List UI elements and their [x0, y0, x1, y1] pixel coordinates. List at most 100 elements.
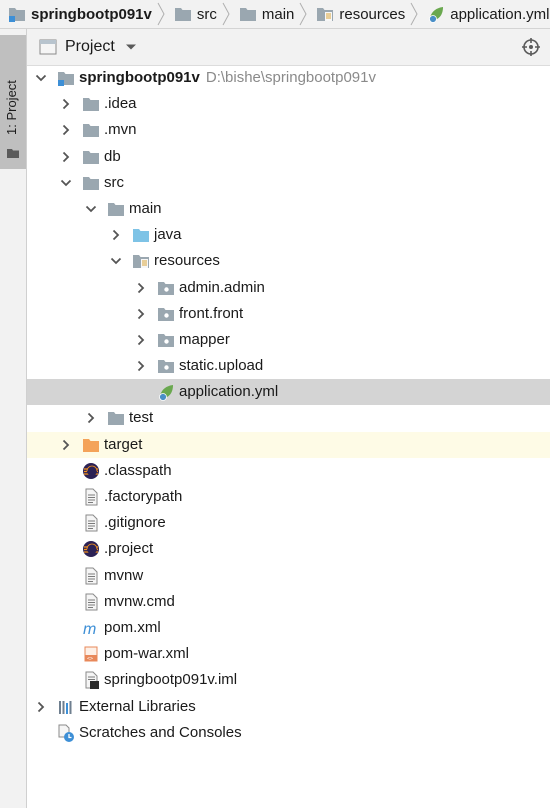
tree-row[interactable]: .classpath — [27, 458, 550, 484]
tree-row[interactable]: mvnw — [27, 563, 550, 589]
breadcrumb-separator-icon — [157, 2, 165, 26]
tree-row[interactable]: springbootp091v D:\bishe\springbootp091v — [27, 65, 550, 91]
chevron-right-icon[interactable] — [135, 334, 147, 346]
left-tool-strip: 1: Project — [0, 29, 27, 808]
tree-item-name: .project — [104, 540, 154, 558]
tree-item-label: static.upload — [179, 357, 263, 375]
scratches-icon — [58, 724, 74, 742]
tree-row[interactable]: db — [27, 144, 550, 170]
text-file-icon — [85, 567, 98, 585]
tree-row[interactable]: admin.admin — [27, 275, 550, 301]
tree-row[interactable]: front.front — [27, 301, 550, 327]
tree-row[interactable]: main — [27, 196, 550, 222]
tree-item-label: pom-war.xml — [104, 645, 189, 663]
tree-row[interactable]: .project — [27, 536, 550, 562]
tree-row[interactable]: mapper — [27, 327, 550, 353]
tree-row[interactable]: static.upload — [27, 353, 550, 379]
crosshair-icon[interactable] — [522, 38, 540, 56]
chevron-down-icon[interactable] — [35, 72, 47, 84]
chevron-right-icon[interactable] — [60, 151, 72, 163]
tree-item-name: Scratches and Consoles — [79, 723, 242, 741]
panel-title[interactable]: Project — [65, 38, 115, 55]
tree-item-label: springbootp091v D:\bishe\springbootp091v — [79, 69, 376, 87]
tree-item-label: mvnw — [104, 567, 143, 585]
tree-row[interactable]: .factorypath — [27, 484, 550, 510]
tree-item-name: main — [129, 199, 162, 217]
chevron-right-icon[interactable] — [135, 360, 147, 372]
tree-item-label: java — [154, 226, 182, 244]
tree-row[interactable]: m pom.xml — [27, 615, 550, 641]
tree-item-label: .factorypath — [104, 488, 182, 506]
chevron-down-icon[interactable] — [85, 203, 97, 215]
tree-item-name: db — [104, 147, 121, 165]
tree-item-name: static.upload — [179, 357, 264, 375]
chevron-right-icon[interactable] — [35, 701, 47, 713]
package-icon — [158, 307, 174, 321]
tree-row[interactable]: .gitignore — [27, 510, 550, 536]
spring-leaf-icon — [159, 385, 173, 402]
tree-row[interactable]: test — [27, 405, 550, 431]
tree-item-name: pom.xml — [104, 618, 161, 636]
tree-item-label: test — [129, 409, 153, 427]
module-folder-icon — [58, 72, 74, 86]
chevron-down-icon[interactable] — [110, 255, 122, 267]
breadcrumb-item[interactable]: main — [231, 0, 309, 28]
package-icon — [158, 333, 174, 347]
chevron-right-icon[interactable] — [135, 308, 147, 320]
chevron-right-icon[interactable] — [60, 124, 72, 136]
breadcrumb-item[interactable]: springbootp091v — [0, 0, 166, 28]
tree-item-label: db — [104, 148, 121, 166]
breadcrumb-separator-icon — [299, 2, 307, 26]
chevron-down-icon[interactable] — [125, 43, 137, 51]
tree-item-label: src — [104, 174, 124, 192]
tree-row[interactable]: application.yml — [27, 379, 550, 406]
breadcrumb-separator-icon — [222, 2, 230, 26]
project-panel-header: Project — [27, 29, 550, 66]
tree-row[interactable]: External Libraries — [27, 694, 550, 720]
breadcrumb-label: src — [196, 5, 217, 23]
tree-row[interactable]: target — [27, 431, 550, 458]
project-tab-label: 1: Project — [4, 80, 19, 135]
breadcrumb-item[interactable]: resources — [308, 0, 419, 28]
project-tool-window-tab[interactable]: 1: Project — [0, 35, 26, 169]
chevron-right-icon[interactable] — [60, 98, 72, 110]
tree-row[interactable]: .idea — [27, 91, 550, 117]
eclipse-icon — [83, 541, 99, 558]
tree-row[interactable]: resources — [27, 248, 550, 274]
tree-row[interactable]: .mvn — [27, 117, 550, 143]
chevron-right-icon[interactable] — [110, 229, 122, 241]
tree-item-name: test — [129, 409, 154, 427]
chevron-down-icon[interactable] — [60, 177, 72, 189]
folder-icon — [83, 98, 99, 112]
tree-item-label: Scratches and Consoles — [79, 724, 242, 742]
excluded-folder-icon — [83, 438, 99, 452]
project-path: D:\bishe\springbootp091v — [205, 69, 376, 86]
tree-item-name: .factorypath — [104, 488, 183, 505]
tree-row[interactable]: Scratches and Consoles — [27, 720, 550, 746]
maven-icon: m — [83, 621, 96, 637]
tree-row[interactable]: <>pom-war.xml — [27, 641, 550, 667]
project-window-icon — [39, 39, 57, 55]
spring-leaf-icon — [429, 7, 444, 23]
chevron-right-icon[interactable] — [85, 412, 97, 424]
resources-folder-icon — [317, 8, 334, 21]
chevron-right-icon[interactable] — [135, 282, 147, 294]
tree-item-name: .idea — [104, 95, 137, 113]
tree-item-label: main — [129, 200, 162, 218]
tree-item-name: java — [154, 226, 182, 244]
tree-item-name: springbootp091v — [79, 69, 200, 86]
chevron-right-icon[interactable] — [60, 439, 72, 451]
tree-row[interactable]: springbootp091v.iml — [27, 667, 550, 693]
project-tree[interactable]: springbootp091v D:\bishe\springbootp091v.… — [27, 65, 550, 746]
breadcrumb-item[interactable]: src — [166, 0, 231, 28]
folder-icon — [83, 176, 99, 190]
tree-item-label: mvnw.cmd — [104, 593, 175, 611]
tree-row[interactable]: src — [27, 170, 550, 196]
text-file-icon — [85, 488, 98, 506]
tree-item-name: .mvn — [104, 121, 137, 139]
breadcrumb-item[interactable]: application.yml — [419, 0, 549, 28]
tree-row[interactable]: java — [27, 222, 550, 248]
tree-row[interactable]: mvnw.cmd — [27, 589, 550, 615]
tree-item-label: .gitignore — [104, 514, 166, 532]
